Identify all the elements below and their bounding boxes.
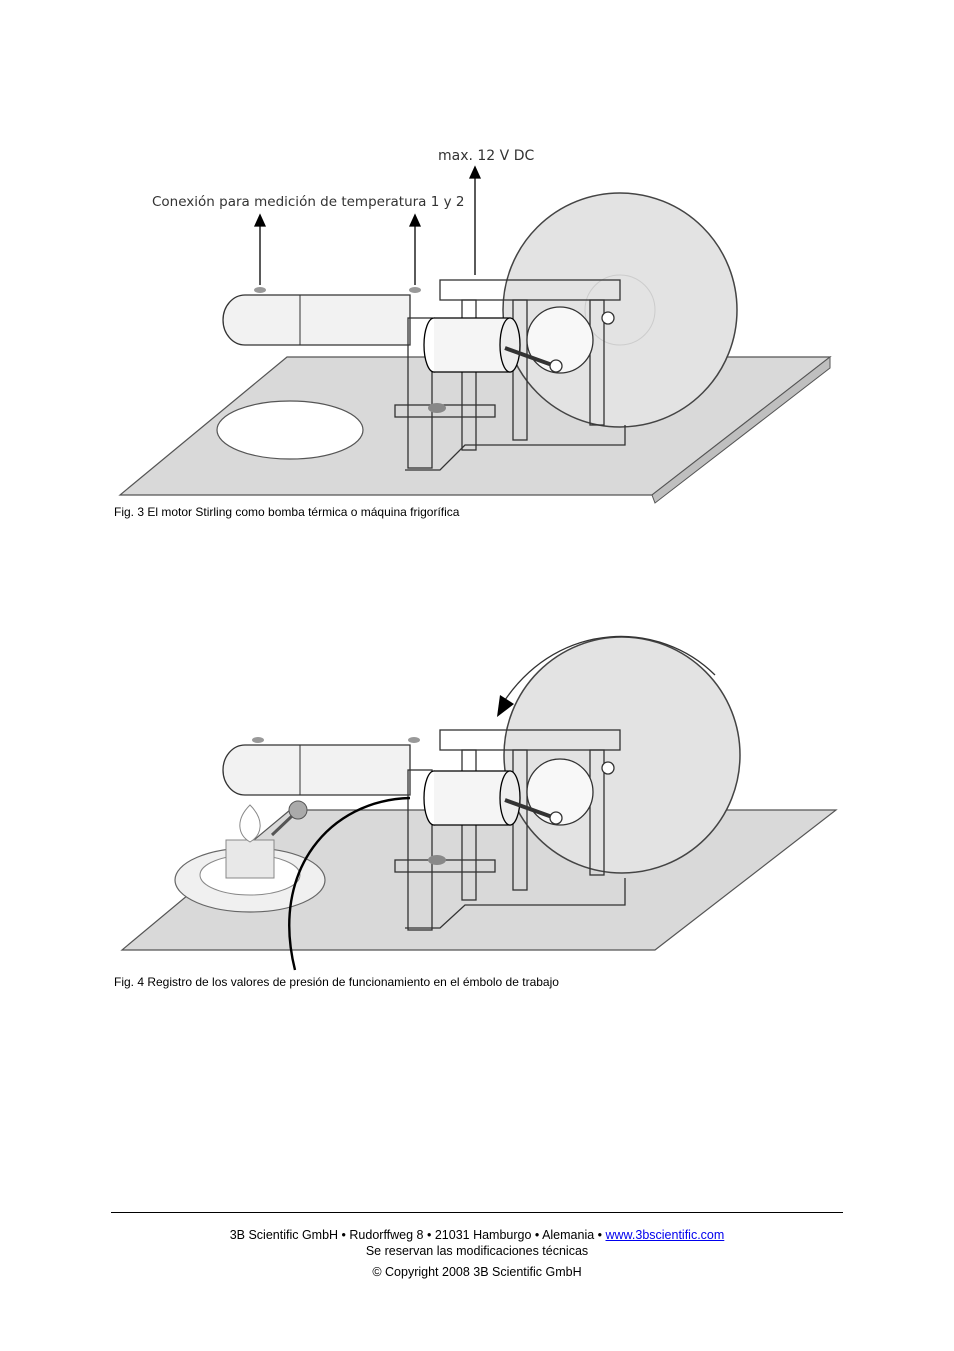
figure-4-caption: Fig. 4 Registro de los valores de presió… <box>114 975 559 989</box>
temperature-connection-label: Conexión para medición de temperatura 1 … <box>152 194 465 210</box>
figure-4-illustration <box>0 620 954 975</box>
footer-address-line: 3B Scientific GmbH • Rudorffweg 8 • 2103… <box>111 1227 843 1243</box>
footer-copyright: © Copyright 2008 3B Scientific GmbH <box>372 1265 582 1279</box>
stirling-engine-heat-pump-drawing: max. 12 V DC Conexión para medición de t… <box>118 148 832 504</box>
website-link[interactable]: www.3bscientific.com <box>605 1228 725 1242</box>
voltage-label: max. 12 V DC <box>438 148 534 164</box>
footer-divider <box>111 1212 843 1213</box>
figure-3-illustration: max. 12 V DC Conexión para medición de t… <box>0 0 954 510</box>
stirling-engine-pressure-drawing <box>120 635 838 971</box>
footer-notice: Se reservan las modificaciones técnicas <box>365 1244 589 1258</box>
footer-address: 3B Scientific GmbH • Rudorffweg 8 • 2103… <box>229 1228 606 1242</box>
figure-3-caption: Fig. 3 El motor Stirling como bomba térm… <box>114 505 460 519</box>
